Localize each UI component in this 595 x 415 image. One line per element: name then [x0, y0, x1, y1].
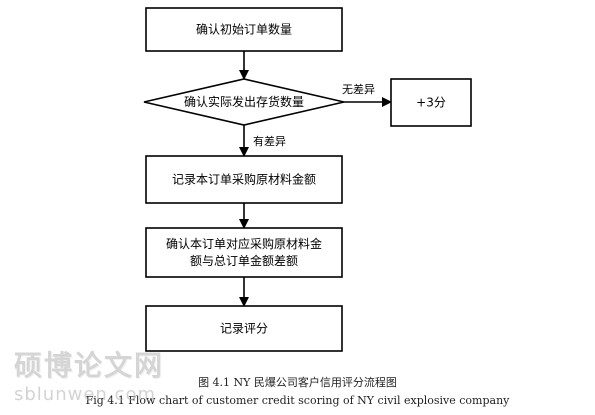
flow-node-n6: 记录评分 — [145, 305, 343, 352]
flow-node-n2: 确认实际发出存货数量 — [143, 78, 345, 126]
flow-node-label: 额与总订单金额差额 — [190, 253, 298, 268]
flow-node-label: 记录本订单采购原材料金额 — [172, 172, 316, 187]
process-box — [145, 7, 343, 52]
edge-label: 有差异 — [253, 134, 286, 148]
decision-diamond — [143, 78, 345, 126]
flow-edge-n2-n3: 无差异 — [342, 82, 392, 107]
watermark-chinese-text: 硕博论文网 — [14, 349, 165, 382]
flow-node-label: 确认实际发出存货数量 — [184, 94, 304, 109]
flow-node-n3: +3分 — [390, 78, 472, 127]
process-box — [145, 155, 343, 204]
watermark-url-text: sblunwen.com — [14, 384, 156, 405]
flow-node-label: +3分 — [416, 96, 446, 110]
site-watermark: 硕博论文网 sblunwen.com — [6, 340, 196, 410]
flow-node-n1: 确认初始订单数量 — [145, 7, 343, 52]
process-box — [145, 227, 343, 278]
flow-node-label: 记录评分 — [220, 322, 268, 336]
process-box — [390, 78, 472, 127]
flow-node-label: 确认初始订单数量 — [196, 22, 292, 37]
process-box — [145, 305, 343, 352]
flow-edge-n2-n4: 有差异 — [239, 125, 286, 157]
edge-label: 无差异 — [342, 82, 375, 96]
figure-caption-english: Fig 4.1 Flow chart of customer credit sc… — [85, 394, 510, 407]
figure-caption-chinese: 图 4.1 NY 民爆公司客户信用评分流程图 — [198, 376, 397, 389]
flow-node-label: 确认本订单对应采购原材料金 — [166, 236, 322, 251]
flow-node-n4: 记录本订单采购原材料金额 — [145, 155, 343, 204]
